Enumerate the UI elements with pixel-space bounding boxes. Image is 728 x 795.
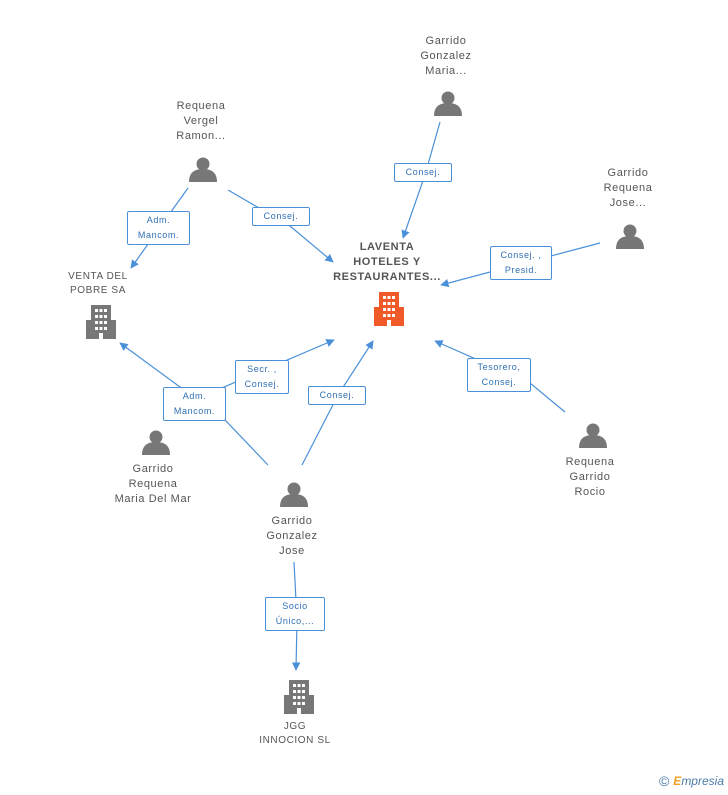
node-label-line: VENTA DEL: [68, 271, 128, 282]
node-label-line: Maria Del Mar: [114, 493, 192, 505]
edge-label-consej[interactable]: Consej.: [252, 207, 310, 226]
edge-label-line: Adm.: [146, 215, 171, 225]
node-label-line: JGG: [283, 721, 307, 732]
edge-label-consej[interactable]: Consej.: [308, 386, 366, 405]
edge-label-line: Presid.: [504, 265, 538, 275]
node-label-line: Gonzalez: [266, 530, 318, 542]
node-label-line: Garrido: [425, 35, 467, 47]
node-garrido-requena-jose[interactable]: Garrido Requena Jose...: [563, 166, 693, 211]
node-label-line: RESTAURANTES...: [333, 271, 441, 283]
edge-label-line: Secr. ,: [247, 364, 277, 374]
node-label-line: Vergel: [183, 115, 219, 127]
edge-label-line: Consej.: [405, 167, 441, 177]
edge-label-line: Mancom.: [137, 230, 180, 240]
node-label-line: Garrido: [607, 167, 649, 179]
edge-label-line: Consej.: [319, 390, 355, 400]
node-requena-garrido-rocio[interactable]: Requena Garrido Rocio: [525, 455, 655, 500]
node-label-line: POBRE SA: [70, 285, 126, 296]
edge-requena-vergel-to-main: [227, 189, 334, 263]
copyright-icon: ©: [658, 773, 670, 789]
person-icon: [579, 423, 607, 448]
node-label-line: Maria...: [425, 65, 467, 77]
edge-label-line: Adm.: [182, 391, 207, 401]
node-garrido-gonzalez-maria[interactable]: Garrido Gonzalez Maria...: [381, 34, 511, 79]
node-label-line: Jose: [279, 545, 305, 557]
node-jgg-innocion[interactable]: JGG INNOCION SL: [230, 720, 360, 748]
node-main-company[interactable]: LAVENTA HOTELES Y RESTAURANTES...: [322, 240, 452, 285]
edge-label-line: Socio: [282, 601, 308, 611]
node-label-line: Requena: [128, 478, 178, 490]
edge-label-line: Tesorero,: [477, 362, 521, 372]
building-icon-jgg: [284, 680, 314, 714]
edge-label-line: Consej.: [244, 379, 280, 389]
edge-label-adm-mancom[interactable]: Adm. Mancom.: [163, 387, 226, 421]
edge-label-tesorero-consej[interactable]: Tesorero, Consej.: [467, 358, 531, 392]
edge-label-line: Consej. ,: [500, 250, 542, 260]
node-label-line: Garrido: [271, 515, 313, 527]
person-icon: [616, 224, 644, 249]
node-requena-vergel[interactable]: Requena Vergel Ramon...: [136, 99, 266, 144]
node-venta-del-pobre[interactable]: VENTA DEL POBRE SA: [33, 270, 163, 298]
footer-brand[interactable]: © Empresia: [659, 773, 724, 789]
edge-label-line: Mancom.: [173, 406, 216, 416]
node-label-line: Requena: [603, 182, 653, 194]
edge-label-consej[interactable]: Consej.: [394, 163, 452, 182]
edge-label-line: Único,...: [275, 616, 315, 626]
person-icon: [142, 430, 170, 455]
node-label-line: Rocio: [574, 486, 606, 498]
node-garrido-gonzalez-jose[interactable]: Garrido Gonzalez Jose: [227, 514, 357, 559]
building-icon-main: [374, 292, 404, 326]
node-label-line: Jose...: [609, 197, 647, 209]
node-garrido-requena-mariadelmar[interactable]: Garrido Requena Maria Del Mar: [88, 462, 218, 507]
person-icon: [280, 482, 308, 507]
node-label-line: LAVENTA: [359, 241, 415, 253]
node-label-line: Gonzalez: [420, 50, 472, 62]
edge-label-line: Consej.: [481, 377, 517, 387]
node-label-line: Requena: [176, 100, 226, 112]
node-label-line: Garrido: [569, 471, 611, 483]
node-label-line: Requena: [565, 456, 615, 468]
person-icon: [434, 91, 462, 116]
edge-label-consej-presid[interactable]: Consej. , Presid.: [490, 246, 552, 280]
node-label-line: Ramon...: [176, 130, 226, 142]
building-icon-venta: [86, 305, 116, 339]
node-label-line: INNOCION SL: [259, 735, 331, 746]
node-label-line: HOTELES Y: [353, 256, 421, 268]
edge-label-secr-consej[interactable]: Secr. , Consej.: [235, 360, 289, 394]
brand-logo: Empresia: [673, 774, 724, 788]
edge-label-line: Consej.: [263, 211, 299, 221]
node-label-line: Garrido: [132, 463, 174, 475]
edge-label-socio-unico[interactable]: Socio Único,...: [265, 597, 325, 631]
person-icon: [189, 157, 217, 182]
edge-label-adm-mancom[interactable]: Adm. Mancom.: [127, 211, 190, 245]
